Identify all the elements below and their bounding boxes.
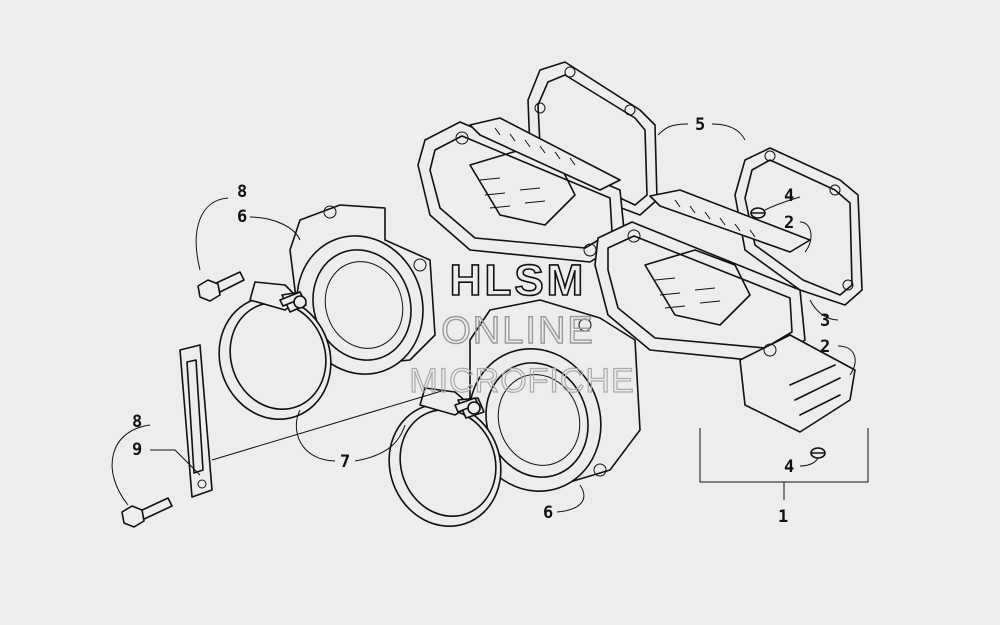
callout-9: 9 <box>132 440 142 460</box>
callout-3: 3 <box>820 311 830 331</box>
watermark-line-1: HLSM <box>450 256 587 305</box>
intake-flange-upper <box>289 204 436 375</box>
watermark: HLSM ONLINE MICROFICHE <box>409 255 635 400</box>
leader-lines <box>111 123 869 513</box>
clamp-bolt-upper <box>279 291 307 309</box>
reed-valve-upper <box>417 117 626 263</box>
callout-8-upper: 8 <box>237 182 247 202</box>
reed-valve-lower <box>594 189 856 433</box>
screw-lower <box>810 447 826 459</box>
screw-upper <box>750 207 766 219</box>
callout-6-lower: 6 <box>543 503 553 523</box>
callout-2-upper: 2 <box>784 213 794 233</box>
callout-4-upper: 4 <box>784 186 794 206</box>
callout-6-upper: 6 <box>237 207 247 227</box>
bolt-lower <box>121 497 173 528</box>
callout-7: 7 <box>340 452 350 472</box>
spacer-plate <box>179 344 213 498</box>
intake-flange-lower <box>468 299 641 493</box>
watermark-line-3: MICROFICHE <box>409 362 634 400</box>
callout-8-lower: 8 <box>132 412 142 432</box>
callout-2-lower: 2 <box>820 337 830 357</box>
clamp-bolt-lower <box>454 397 481 415</box>
callout-1: 1 <box>778 507 788 527</box>
watermark-line-2: ONLINE <box>441 310 594 352</box>
callout-labels: 8 6 8 9 7 6 5 4 2 3 2 4 1 <box>132 115 830 527</box>
gasket-upper <box>527 61 658 216</box>
clamp-upper <box>218 281 332 421</box>
callout-4-lower: 4 <box>784 457 794 477</box>
callout-5: 5 <box>695 115 705 135</box>
bolt-upper <box>197 271 245 302</box>
